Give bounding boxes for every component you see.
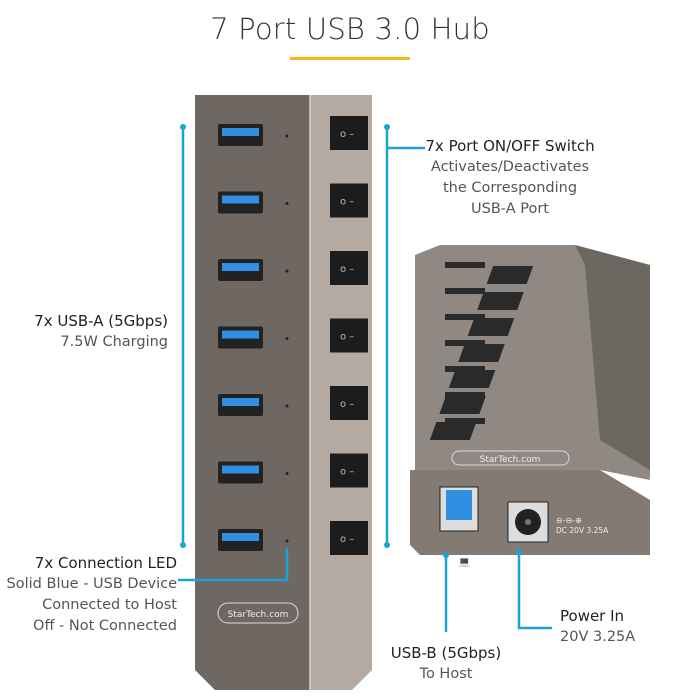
hub-logo: StarTech.com (228, 610, 289, 620)
power-switch (330, 318, 368, 353)
led-indicator (285, 539, 289, 543)
switch-mark: o – (340, 534, 354, 545)
hub-angled-view: StarTech.com DC 20V 3.25A ⊖-⊖-⊕ 💻 (410, 245, 650, 568)
laptop-icon: 💻 (458, 557, 471, 568)
svg-text:StarTech.com: StarTech.com (480, 455, 541, 465)
led-indicator (285, 134, 289, 138)
switch-side (467, 318, 515, 336)
usb-slot (445, 366, 485, 372)
dc-label: DC 20V 3.25A (556, 526, 609, 535)
switch-side (439, 396, 486, 414)
page-title: 7 Port USB 3.0 Hub (210, 12, 490, 46)
led-indicator (285, 269, 289, 273)
usb-b-callout: USB-B (5Gbps) To Host (390, 644, 502, 682)
switch-mark: o – (340, 467, 354, 478)
led-callout: 7x Connection LED Solid Blue - USB Devic… (6, 554, 177, 634)
dc-polarity-icon: ⊖-⊖-⊕ (556, 516, 582, 525)
title-underline (290, 57, 410, 60)
switch-mark: o – (340, 197, 354, 208)
usb-slot (445, 288, 485, 294)
switch-callout: 7x Port ON/OFF Switch Activates/Deactiva… (425, 137, 595, 217)
led-indicator (285, 404, 289, 408)
usb-a-callout: 7x USB-A (5Gbps) 7.5W Charging (34, 312, 168, 350)
switch-side (477, 292, 524, 310)
power-switch (330, 251, 368, 285)
led-indicator (285, 337, 289, 340)
switch-mark: o – (340, 399, 354, 410)
usb-slot (445, 392, 485, 398)
switch-side (429, 422, 477, 440)
usb-slot (445, 418, 485, 424)
hub-front-view: o – o – o – o – o – o – o – StarTech.com (195, 95, 372, 690)
power-switch (330, 453, 368, 488)
switch-side (486, 266, 534, 284)
switch-mark: o – (340, 264, 354, 275)
callout-lines (178, 127, 552, 632)
led-indicator (285, 202, 289, 205)
switch-side (448, 370, 496, 388)
usb-slot (445, 262, 485, 268)
power-switch (330, 116, 368, 150)
switch-mark: o – (340, 129, 354, 140)
usb-slot (445, 314, 485, 320)
switch-side (458, 344, 505, 362)
power-switch (330, 183, 368, 218)
power-switch (330, 521, 368, 555)
power-switch (330, 386, 368, 420)
led-indicator (285, 472, 289, 475)
usb-slot (445, 340, 485, 346)
switch-mark: o – (340, 332, 354, 343)
power-callout: Power In 20V 3.25A (560, 607, 636, 645)
